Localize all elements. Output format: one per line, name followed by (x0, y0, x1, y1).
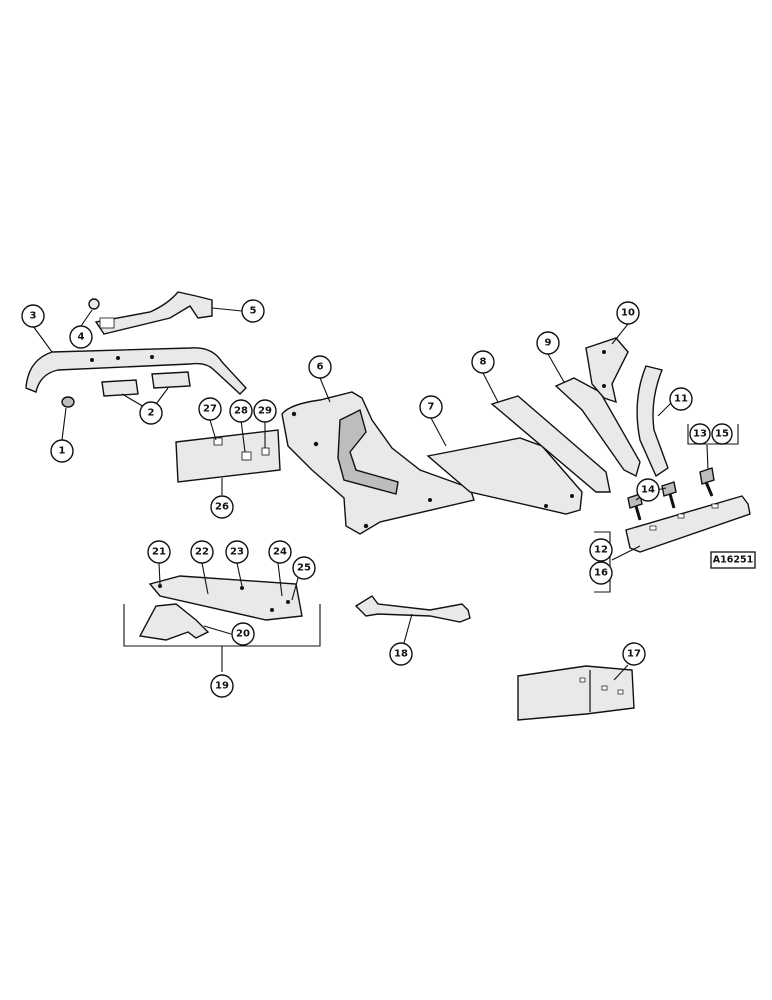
part-6-frog (281, 391, 475, 535)
svg-text:21: 21 (152, 547, 166, 558)
callout-12: 12 (589, 538, 613, 562)
svg-text:18: 18 (394, 649, 408, 660)
callout-10: 10 (616, 301, 640, 325)
part-17-landside (517, 665, 635, 721)
svg-text:8: 8 (480, 357, 487, 368)
svg-text:2: 2 (148, 408, 155, 419)
part-3-brace (25, 347, 247, 395)
callout-11: 11 (669, 387, 693, 411)
callout-21: 21 (147, 540, 171, 564)
callout-22: 22 (190, 540, 214, 564)
leader-lines (32, 307, 709, 681)
drawing-ref-label: A16251 (710, 551, 756, 569)
svg-text:4: 4 (78, 332, 85, 343)
callout-27: 27 (198, 397, 222, 421)
svg-text:9: 9 (545, 338, 552, 349)
svg-text:7: 7 (428, 402, 435, 413)
part-9-strip (554, 377, 641, 478)
callout-14: 14 (636, 478, 660, 502)
part-13-15-bolt (699, 467, 715, 497)
part-14-bolts (627, 481, 677, 521)
part-10-shin (585, 337, 629, 404)
callout-19: 19 (210, 674, 234, 698)
svg-text:22: 22 (195, 547, 209, 558)
part-7-share (426, 437, 583, 515)
callout-4: 4 (69, 325, 93, 349)
callout-24: 24 (268, 540, 292, 564)
callout-7: 7 (419, 395, 443, 419)
part-12-16-plate (625, 495, 751, 553)
svg-text:15: 15 (715, 429, 729, 440)
callout-26: 26 (210, 495, 234, 519)
svg-text:3: 3 (30, 311, 37, 322)
svg-text:11: 11 (674, 394, 688, 405)
callout-6: 6 (308, 355, 332, 379)
svg-text:10: 10 (621, 308, 635, 319)
svg-text:27: 27 (203, 404, 217, 415)
callout-13: 13 (689, 423, 711, 445)
svg-text:14: 14 (641, 485, 655, 496)
part-18-rod (354, 595, 471, 623)
part-19-plate (148, 575, 303, 621)
part-1-bolt (61, 396, 75, 408)
callout-29: 29 (253, 399, 277, 423)
svg-text:16: 16 (594, 568, 608, 579)
callout-17: 17 (622, 642, 646, 666)
callout-28: 28 (229, 399, 253, 423)
svg-text:5: 5 (250, 306, 257, 317)
part-11-shin (636, 365, 669, 478)
svg-text:23: 23 (230, 547, 244, 558)
callout-16: 16 (589, 561, 613, 585)
svg-text:29: 29 (258, 406, 272, 417)
part-20-bracket (138, 603, 210, 641)
svg-text:26: 26 (215, 502, 229, 513)
callout-3: 3 (21, 304, 45, 328)
svg-text:A16251: A16251 (713, 555, 753, 566)
svg-text:1: 1 (59, 446, 66, 457)
part-8-strip (490, 395, 611, 493)
svg-text:6: 6 (317, 362, 324, 373)
callout-18: 18 (389, 642, 413, 666)
part-26-block (175, 429, 281, 483)
svg-text:13: 13 (693, 429, 707, 440)
part-2-clips (101, 371, 191, 397)
callout-5: 5 (241, 299, 265, 323)
svg-text:24: 24 (273, 547, 287, 558)
box-13-15 (687, 424, 739, 445)
callout-23: 23 (225, 540, 249, 564)
callout-8: 8 (471, 350, 495, 374)
part-5-bar (94, 291, 213, 335)
svg-text:20: 20 (236, 629, 250, 640)
callout-1: 1 (50, 439, 74, 463)
callout-20: 20 (231, 622, 255, 646)
box-12-16 (594, 531, 611, 593)
part-4-nut (88, 298, 100, 310)
svg-text:17: 17 (627, 649, 641, 660)
svg-text:12: 12 (594, 545, 608, 556)
callout-15: 15 (711, 423, 733, 445)
svg-text:25: 25 (297, 563, 311, 574)
callout-2: 2 (139, 401, 163, 425)
svg-text:28: 28 (234, 406, 248, 417)
svg-text:19: 19 (215, 681, 229, 692)
callout-9: 9 (536, 331, 560, 355)
callout-25: 25 (292, 556, 316, 580)
